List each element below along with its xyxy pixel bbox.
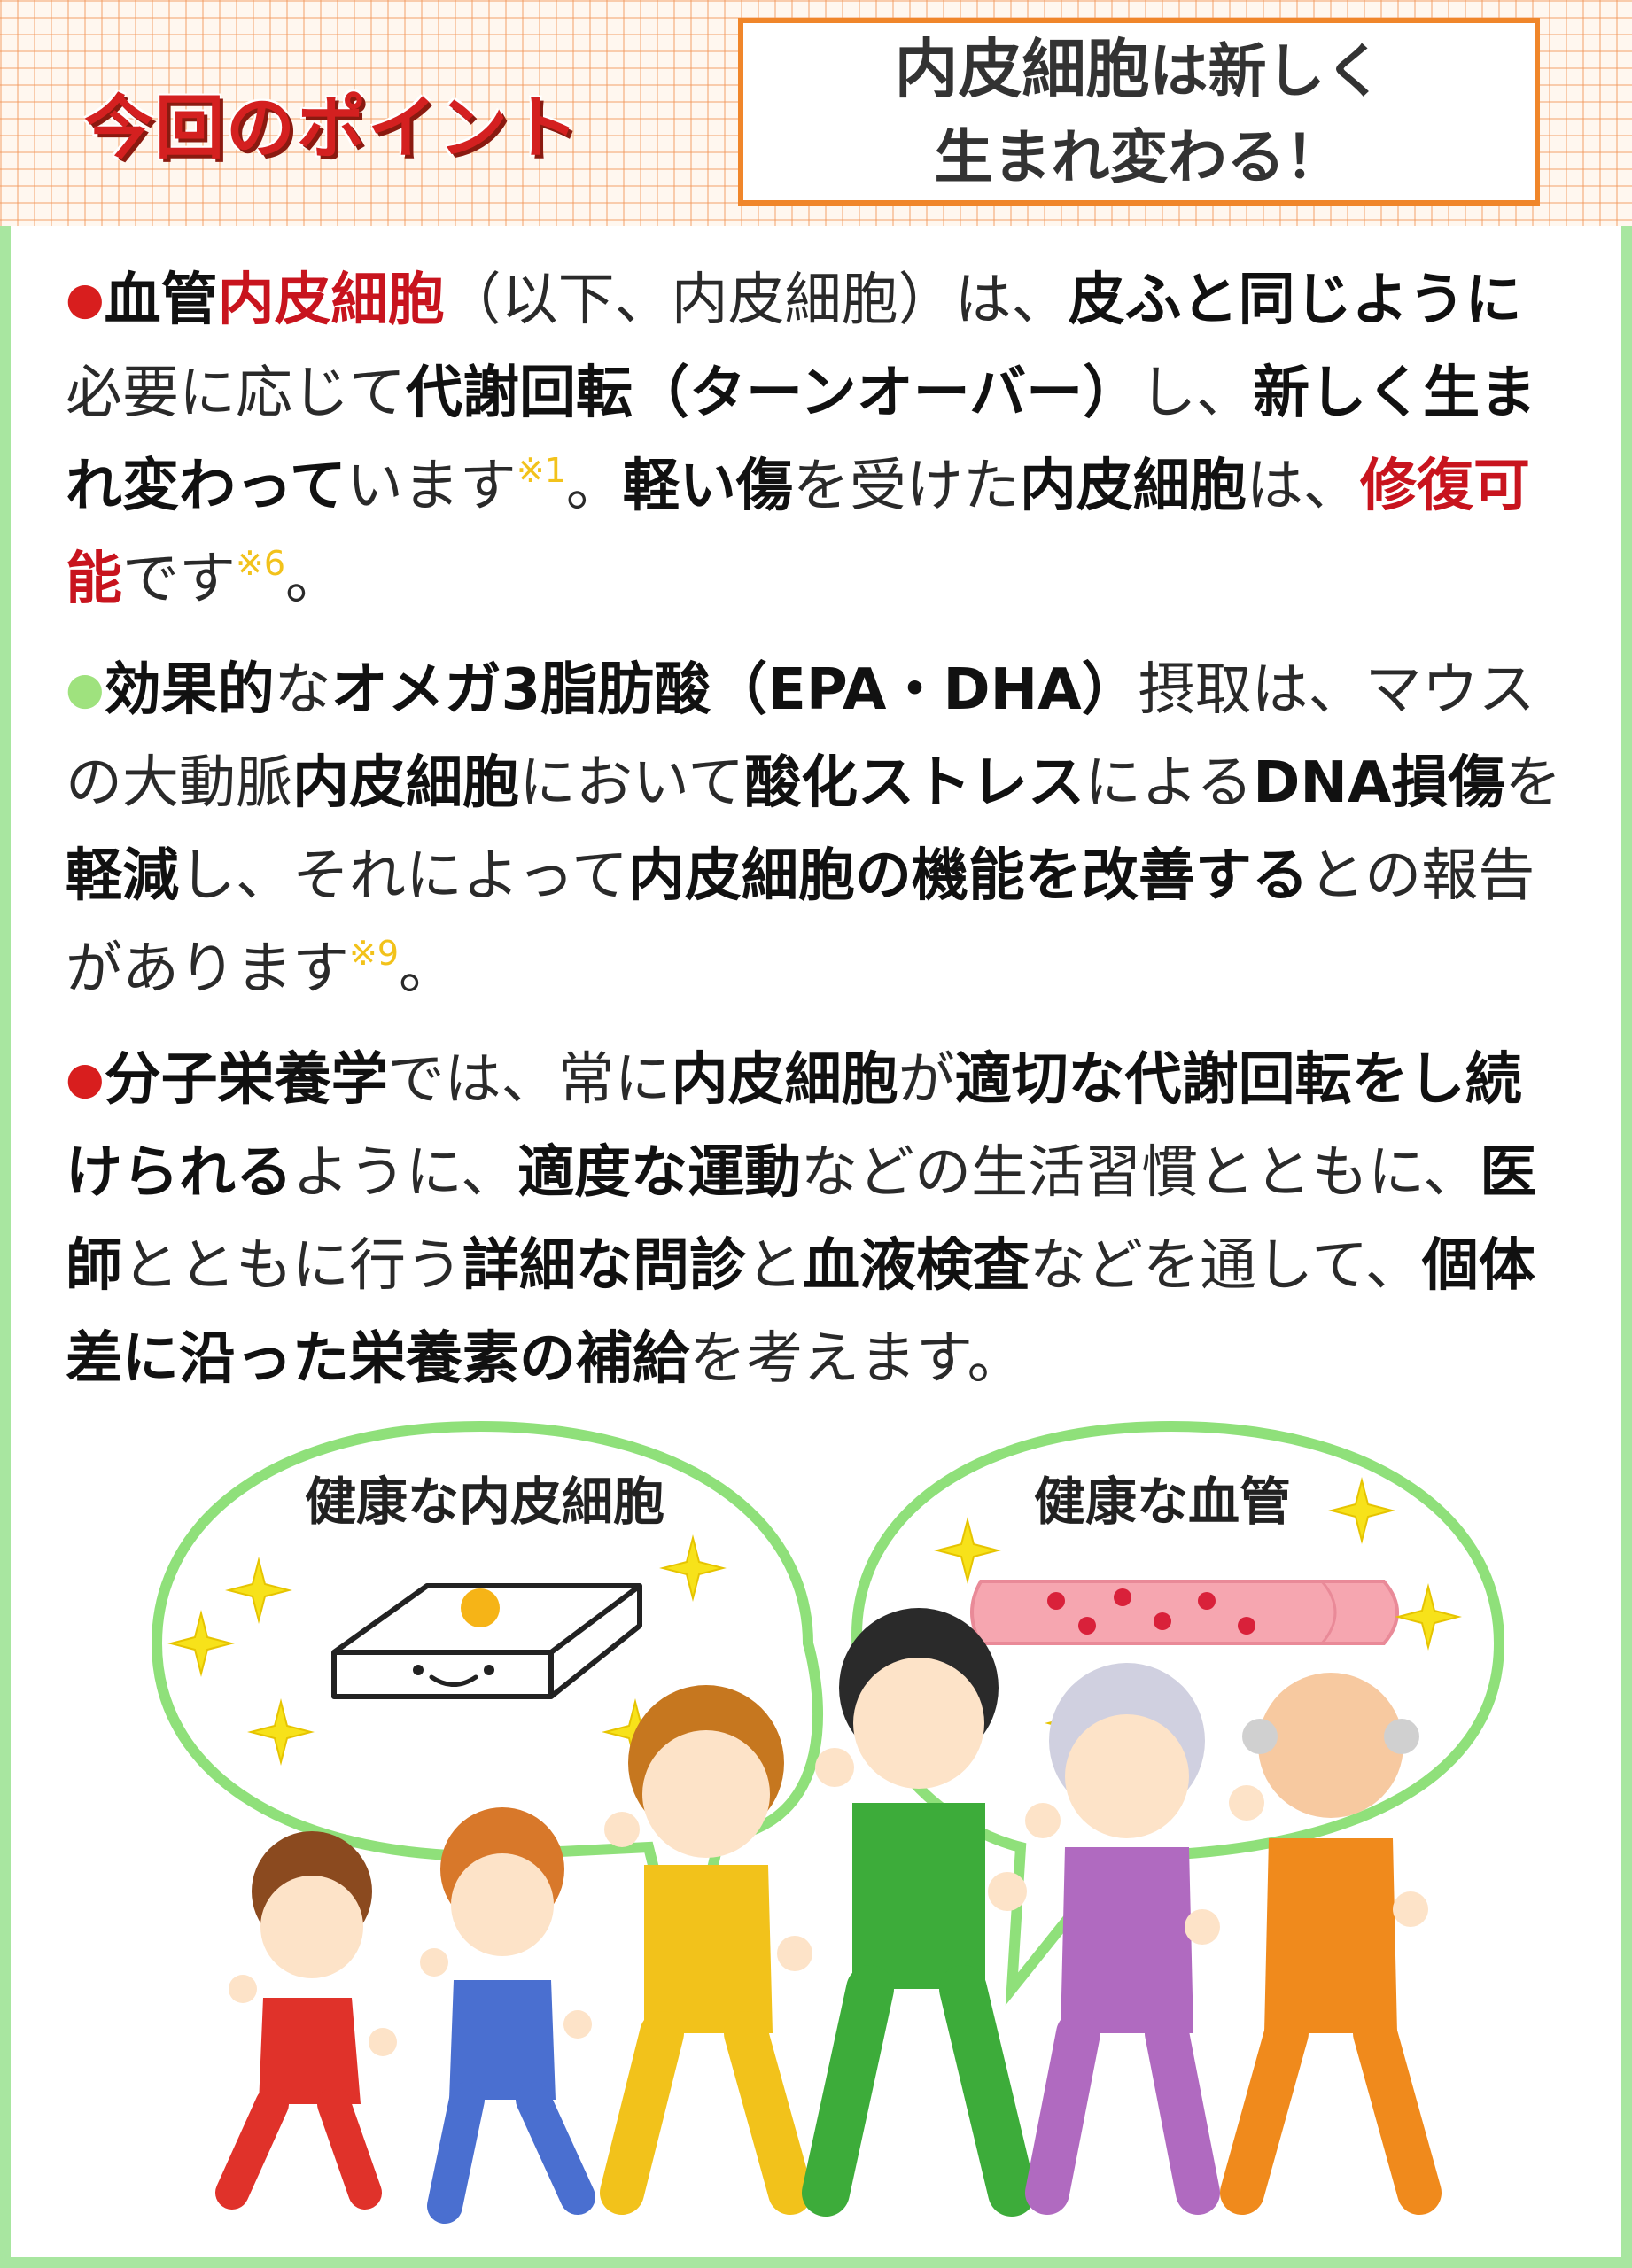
text-bold: 適切な代謝回転をし続けられる [66,1047,1522,1206]
text: な [274,657,331,723]
text-bold: 医師 [66,1140,1537,1299]
text: を受けた [792,454,1020,519]
grandma-runner-icon [1025,1663,1220,2215]
text: を [1504,750,1562,816]
text: では、常に [387,1047,672,1113]
text: と [746,1233,803,1299]
woman-runner-icon [600,1685,812,2215]
point-box: 内皮細胞は新しく 生まれ変わる！ [738,18,1540,206]
bullet-red: ● [66,1052,105,1104]
paragraph-2: ●効果的なオメガ3脂肪酸（EPA・DHA）摂取は、マウスの大動脈内皮細胞において… [66,642,1572,1016]
text: 摂取は、マウスの大動脈 [66,657,1535,816]
text: 。 [285,547,343,612]
bubble-right-label: 健康な血管 [1034,1472,1291,1532]
walking-people [215,1608,1442,2224]
text: です [122,547,236,612]
reference-mark: ※9 [349,934,400,973]
text-bold: 詳細な問診 [462,1233,746,1299]
point-box-keyword: 内皮細胞 [894,31,1150,106]
text: などを通して、 [1030,1233,1422,1299]
text-bold: 新しく生まれ変わって [66,361,1537,519]
text-red: 修復可能 [66,454,1530,612]
text-bold: オメガ3脂肪酸（EPA・DHA） [330,657,1139,723]
text-bold: 皮ふと同じように [1068,268,1522,333]
point-box-rest: は新しく [1149,36,1384,105]
blood-vessel-icon [970,1580,1399,1645]
point-box-line2: 生まれ変わる！ [934,123,1344,192]
text: が [898,1047,955,1113]
text: とともに行う [122,1233,462,1299]
text: （以下、内皮細胞）は、 [444,268,1069,333]
text-bold: 代謝回転（ターンオーバー） [406,361,1140,426]
speech-bubble-left: 健康な内皮細胞 [151,1420,823,1991]
text-bold: 内皮細胞 [1019,454,1247,519]
paragraph-1: ●血管内皮細胞（以下、内皮細胞）は、皮ふと同じように必要に応じて代謝回転（ターン… [66,252,1572,626]
reference-mark: ※6 [236,544,286,583]
endothelial-cell-icon [331,1583,642,1699]
bubble-left-label: 健康な内皮細胞 [305,1472,664,1532]
paragraph-3: ●分子栄養学では、常に内皮細胞が適切な代謝回転をし続けられるように、適度な運動な… [66,1032,1572,1406]
text-bold: 個体差に沿った栄養素の補給 [66,1233,1535,1392]
health-illustration: 健康な内皮細胞 健康な血管 [151,1420,1505,2224]
text-bold: 軽減 [66,843,179,909]
text-bold: 軽い傷 [622,454,793,519]
text: において [519,750,745,816]
main-panel: ●血管内皮細胞（以下、内皮細胞）は、皮ふと同じように必要に応じて代謝回転（ターン… [0,226,1632,2268]
text-bold: 内皮細胞の機能を改善する [627,843,1309,909]
text-bold: 内皮細胞 [292,750,519,816]
text-bold: 内皮細胞 [671,1047,898,1113]
text: し、それによって [179,843,628,909]
text: 。 [565,454,623,519]
text: 必要に応じて [66,361,406,426]
text-bold: DNA損傷 [1253,750,1505,816]
text: います [346,454,517,519]
text: などの生活習慣とともに、 [801,1140,1480,1206]
text: との報告があります [66,843,1535,1002]
text: 。 [399,936,456,1002]
point-title: 今回のポイント [84,89,581,168]
text-bold: 血管 [104,268,218,333]
text-bold: 分子栄養学 [104,1047,388,1113]
text-bold: 血液検査 [803,1233,1030,1299]
text: ように、 [292,1140,518,1206]
bullet-red: ● [66,273,105,324]
text: による [1084,750,1254,816]
girl-runner-icon [215,1831,397,2210]
text-bold: 酸化ストレス [744,750,1085,816]
text-bold: 適度な運動 [517,1140,802,1206]
text-bold: 効果的 [104,657,275,723]
text: を考えます。 [689,1326,1024,1392]
grandpa-runner-icon [1220,1673,1442,2215]
reference-mark: ※1 [516,451,566,490]
point-box-line1: 内皮細胞は新しく [894,23,1383,115]
text: し、 [1139,361,1254,426]
text: は、 [1246,454,1360,519]
text-red: 内皮細胞 [217,268,445,333]
man-runner-icon [802,1608,1036,2217]
boy-runner-icon [420,1807,595,2224]
bullet-green: ● [66,663,105,714]
